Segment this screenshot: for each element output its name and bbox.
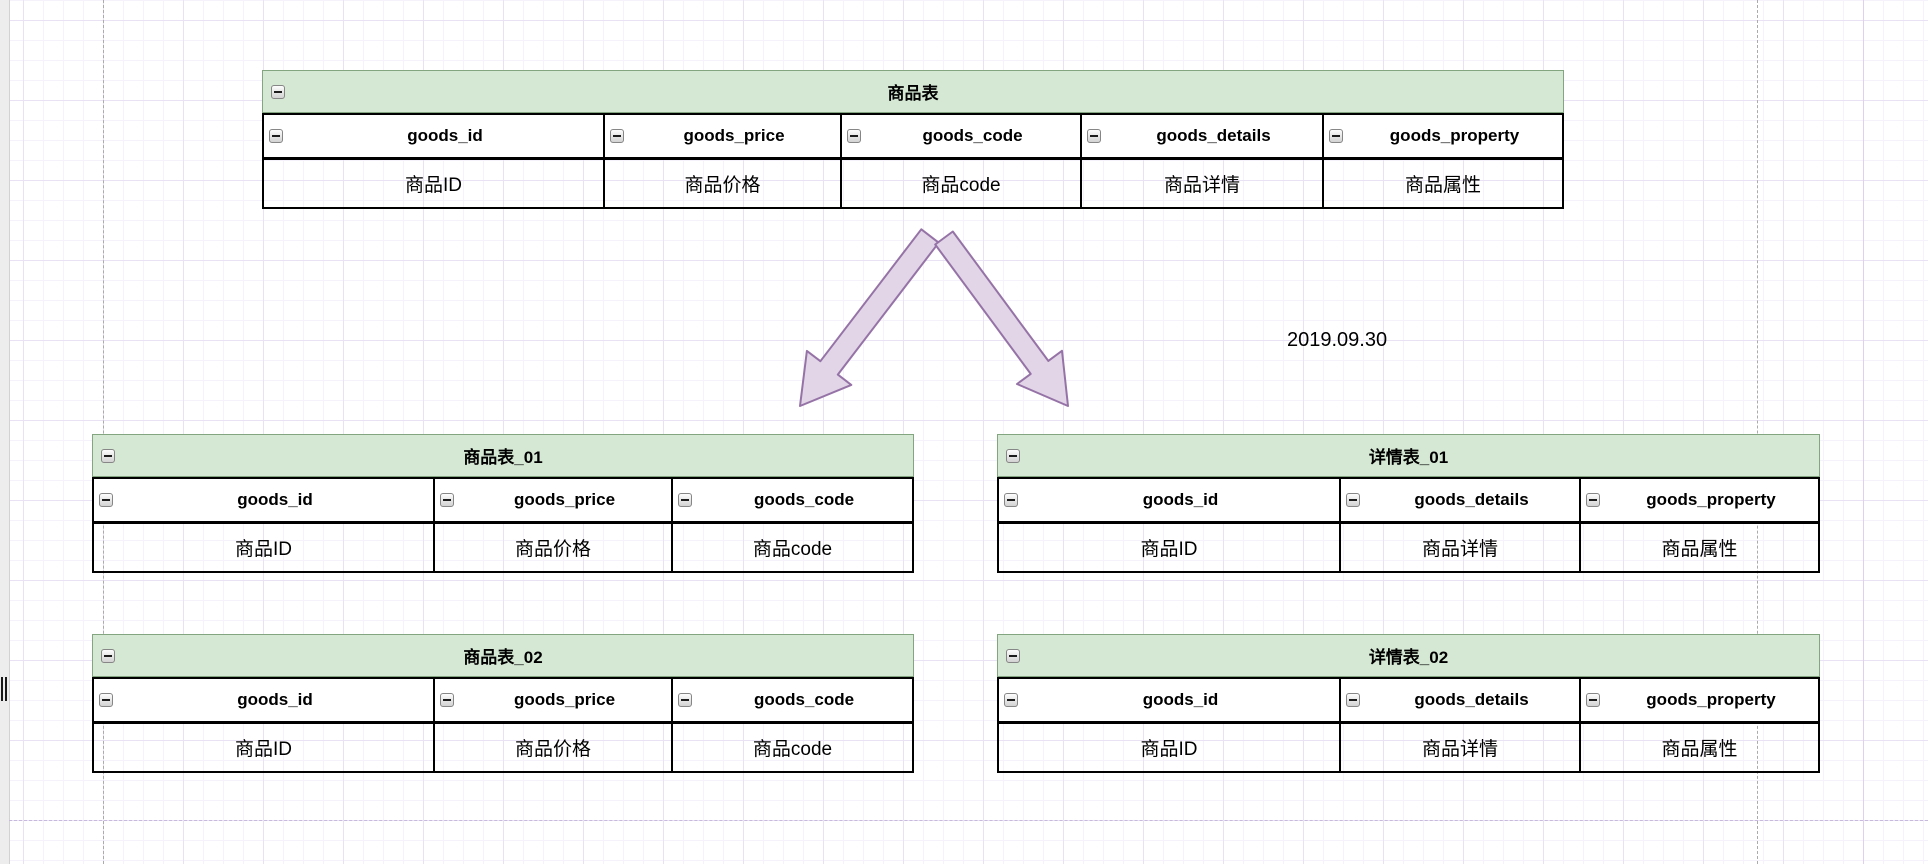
table-title: 商品表_02 bbox=[463, 648, 543, 667]
collapse-icon[interactable] bbox=[99, 693, 113, 707]
table-details-01[interactable]: 详情表_01 goods_id goods_details goods_prop… bbox=[997, 434, 1820, 573]
column-desc-cell[interactable]: 商品详情 bbox=[1080, 160, 1322, 207]
column-header-goods-id[interactable]: goods_id bbox=[94, 679, 433, 721]
collapse-icon[interactable] bbox=[101, 649, 115, 663]
collapse-icon[interactable] bbox=[1586, 493, 1600, 507]
table-title-row[interactable]: 商品表_01 bbox=[92, 434, 914, 477]
column-header-goods-code[interactable]: goods_code bbox=[671, 679, 912, 721]
collapse-icon[interactable] bbox=[610, 129, 624, 143]
canvas-left-gutter bbox=[0, 0, 10, 864]
table-title-row[interactable]: 详情表_01 bbox=[997, 434, 1820, 477]
column-desc-cell[interactable]: 商品ID bbox=[234, 539, 292, 560]
collapse-icon[interactable] bbox=[678, 493, 692, 507]
column-desc-cell[interactable]: 商品ID bbox=[404, 175, 462, 196]
column-desc-cell[interactable]: 商品属性 bbox=[1579, 524, 1818, 571]
page-break-line-horizontal bbox=[9, 820, 1928, 821]
page-break-line-vertical-right bbox=[1757, 0, 1758, 864]
column-desc-cell[interactable]: 商品价格 bbox=[433, 724, 671, 771]
collapse-icon[interactable] bbox=[1004, 493, 1018, 507]
column-header-goods-id[interactable]: goods_id bbox=[94, 479, 433, 521]
column-header-goods-code[interactable]: goods_code bbox=[840, 115, 1080, 157]
table-title: 详情表_01 bbox=[1368, 448, 1449, 467]
column-header-goods-property[interactable]: goods_property bbox=[1579, 679, 1818, 721]
page-break-line-vertical-left bbox=[103, 0, 104, 864]
table-details-02[interactable]: 详情表_02 goods_id goods_details goods_prop… bbox=[997, 634, 1820, 773]
split-arrows bbox=[799, 228, 1069, 407]
grid-major-line bbox=[1863, 0, 1864, 864]
arrow-down-right[interactable] bbox=[934, 230, 1069, 407]
column-desc-cell[interactable]: 商品详情 bbox=[1339, 524, 1579, 571]
collapse-icon[interactable] bbox=[1346, 693, 1360, 707]
collapse-icon[interactable] bbox=[678, 693, 692, 707]
column-desc-cell[interactable]: 商品属性 bbox=[1322, 160, 1562, 207]
collapse-icon[interactable] bbox=[1006, 649, 1020, 663]
column-desc-cell[interactable]: 商品价格 bbox=[603, 160, 840, 207]
column-header-goods-property[interactable]: goods_property bbox=[1579, 479, 1818, 521]
column-header-goods-id[interactable]: goods_id bbox=[999, 479, 1339, 521]
collapse-icon[interactable] bbox=[847, 129, 861, 143]
collapse-icon[interactable] bbox=[101, 449, 115, 463]
column-desc-cell[interactable]: 商品ID bbox=[1140, 739, 1198, 760]
column-header-goods-details[interactable]: goods_details bbox=[1339, 479, 1579, 521]
column-header-goods-details[interactable]: goods_details bbox=[1339, 679, 1579, 721]
arrow-down-left[interactable] bbox=[799, 228, 940, 407]
table-title-row[interactable]: 商品表 bbox=[262, 70, 1564, 113]
collapse-icon[interactable] bbox=[440, 693, 454, 707]
column-header-goods-price[interactable]: goods_price bbox=[433, 679, 671, 721]
column-header-goods-id[interactable]: goods_id bbox=[264, 115, 603, 157]
table-goods-02[interactable]: 商品表_02 goods_id goods_price goods_code 商… bbox=[92, 634, 914, 773]
collapse-icon[interactable] bbox=[440, 493, 454, 507]
column-desc-cell[interactable]: 商品属性 bbox=[1579, 724, 1818, 771]
page-edge-marker bbox=[1, 677, 9, 701]
collapse-icon[interactable] bbox=[1087, 129, 1101, 143]
collapse-icon[interactable] bbox=[1006, 449, 1020, 463]
column-desc-cell[interactable]: 商品详情 bbox=[1339, 724, 1579, 771]
column-desc-cell[interactable]: 商品ID bbox=[1140, 539, 1198, 560]
column-header-goods-price[interactable]: goods_price bbox=[603, 115, 840, 157]
column-header-goods-id[interactable]: goods_id bbox=[999, 679, 1339, 721]
column-desc-cell[interactable]: 商品ID bbox=[234, 739, 292, 760]
table-goods-01[interactable]: 商品表_01 goods_id goods_price goods_code 商… bbox=[92, 434, 914, 573]
table-title: 商品表 bbox=[887, 84, 939, 103]
date-label[interactable]: 2019.09.30 bbox=[1287, 329, 1388, 351]
table-title: 详情表_02 bbox=[1368, 648, 1449, 667]
collapse-icon[interactable] bbox=[1346, 493, 1360, 507]
collapse-icon[interactable] bbox=[1329, 129, 1343, 143]
collapse-icon[interactable] bbox=[1586, 693, 1600, 707]
collapse-icon[interactable] bbox=[271, 85, 285, 99]
table-title-row[interactable]: 详情表_02 bbox=[997, 634, 1820, 677]
table-title-row[interactable]: 商品表_02 bbox=[92, 634, 914, 677]
column-desc-cell[interactable]: 商品价格 bbox=[433, 524, 671, 571]
table-goods[interactable]: 商品表 goods_id goods_price goods_code good… bbox=[262, 70, 1564, 209]
collapse-icon[interactable] bbox=[269, 129, 283, 143]
collapse-icon[interactable] bbox=[99, 493, 113, 507]
column-desc-cell[interactable]: 商品code bbox=[671, 724, 912, 771]
column-header-goods-details[interactable]: goods_details bbox=[1080, 115, 1322, 157]
table-title: 商品表_01 bbox=[463, 448, 543, 467]
collapse-icon[interactable] bbox=[1004, 693, 1018, 707]
column-desc-cell[interactable]: 商品code bbox=[671, 524, 912, 571]
column-header-goods-price[interactable]: goods_price bbox=[433, 479, 671, 521]
column-header-goods-property[interactable]: goods_property bbox=[1322, 115, 1562, 157]
column-header-goods-code[interactable]: goods_code bbox=[671, 479, 912, 521]
column-desc-cell[interactable]: 商品code bbox=[840, 160, 1080, 207]
